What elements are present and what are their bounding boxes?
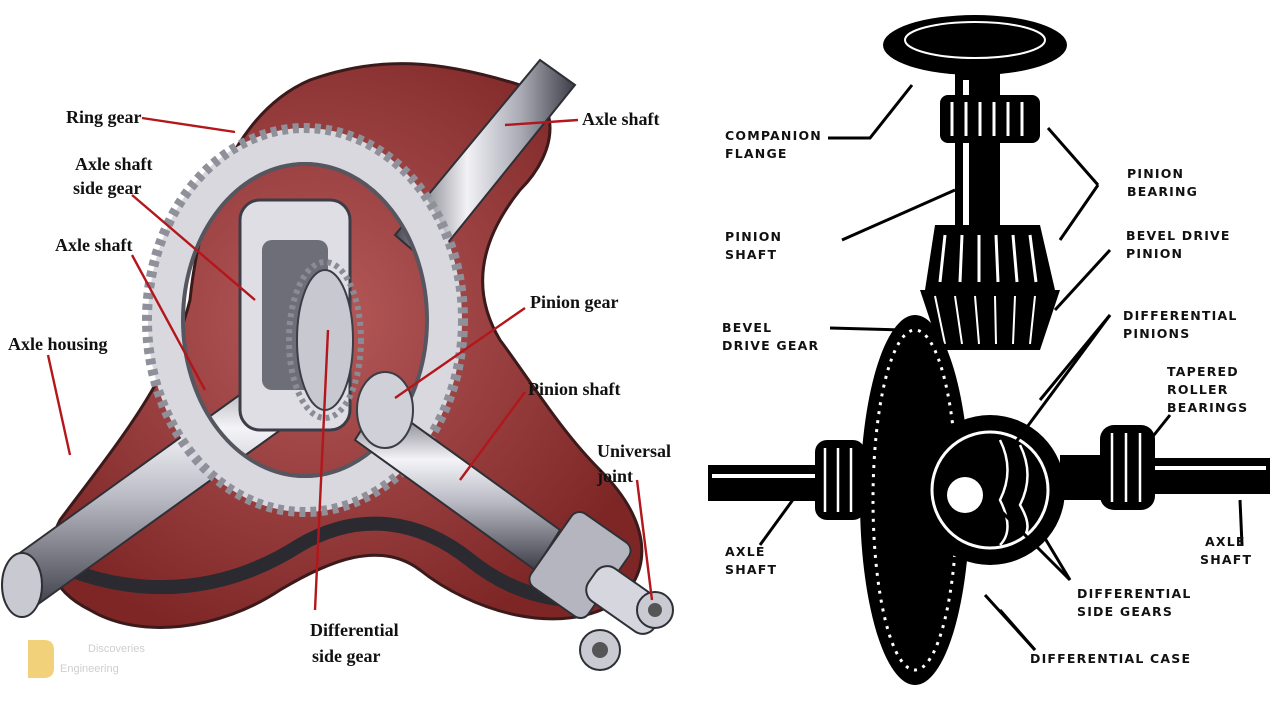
label-axle-shaft-side-gear-line1: Axle shaft xyxy=(75,154,153,174)
label-universal-joint-line1: Universal xyxy=(597,441,671,461)
label-bevel-drive-gear-line2: DRIVE GEAR xyxy=(722,338,819,353)
label-bevel-drive-pinion-line2: PINION xyxy=(1126,246,1183,261)
differential-case xyxy=(915,415,1065,565)
label-axle-housing: Axle housing xyxy=(8,334,108,354)
right-axle-shaft-bar xyxy=(1140,458,1270,494)
label-tapered-roller-line3: BEARINGS xyxy=(1167,400,1248,415)
label-pinion-shaft-line1: PINION xyxy=(725,229,782,244)
label-pinion-shaft-line2: SHAFT xyxy=(725,247,777,262)
label-differential-side-gear-line1: Differential xyxy=(310,620,399,640)
label-bevel-drive-pinion-line1: BEVEL DRIVE xyxy=(1126,228,1231,243)
watermark-line2: Engineering xyxy=(60,663,119,675)
label-bevel-drive-gear-line1: BEVEL xyxy=(722,320,772,335)
companion-flange xyxy=(883,15,1067,75)
label-differential-pinions-line2: PINIONS xyxy=(1123,326,1190,341)
upper-pinion-bearing xyxy=(940,95,1040,143)
watermark-logo: Discoveries Engineering xyxy=(28,640,145,678)
label-pinion-shaft: Pinion shaft xyxy=(528,379,621,399)
label-pinion-bearing-line1: PINION xyxy=(1127,166,1184,181)
label-differential-pinions-line1: DIFFERENTIAL xyxy=(1123,308,1238,323)
label-differential-side-gears-line1: DIFFERENTIAL xyxy=(1077,586,1192,601)
label-axle-shaft-left: Axle shaft xyxy=(55,235,133,255)
watermark-line1: Discoveries xyxy=(88,643,145,655)
label-axle-shaft-right: Axle shaft xyxy=(582,109,660,129)
label-axle-shaft-left-line2: SHAFT xyxy=(725,562,777,577)
label-axle-shaft-right-line1: AXLE xyxy=(1205,534,1246,549)
label-axle-shaft-right-line2: SHAFT xyxy=(1200,552,1252,567)
right-axle-shaft-highlight xyxy=(1144,466,1266,470)
left-differential-illustration xyxy=(2,60,673,670)
label-pinion-bearing-line2: BEARING xyxy=(1127,184,1198,199)
label-companion-flange-line2: FLANGE xyxy=(725,146,788,161)
label-universal-joint-line2: joint xyxy=(596,466,633,486)
left-tapered-roller-bearing xyxy=(815,440,865,520)
axle-shaft-end xyxy=(2,553,42,617)
differential-center-hole xyxy=(947,477,983,513)
label-tapered-roller-line2: ROLLER xyxy=(1167,382,1229,397)
label-ring-gear: Ring gear xyxy=(66,107,142,127)
label-axle-shaft-side-gear-line2: side gear xyxy=(73,178,141,198)
label-tapered-roller-line1: TAPERED xyxy=(1167,364,1239,379)
pinion-gear xyxy=(357,372,413,448)
label-companion-flange-line1: COMPANION xyxy=(725,128,822,143)
label-differential-side-gear-line2: side gear xyxy=(312,646,380,666)
label-axle-shaft-left-line1: AXLE xyxy=(725,544,766,559)
label-differential-case: DIFFERENTIAL CASE xyxy=(1030,651,1191,666)
label-differential-side-gears-line2: SIDE GEARS xyxy=(1077,604,1173,619)
label-pinion-gear: Pinion gear xyxy=(530,292,619,312)
logo-mark xyxy=(28,640,54,678)
left-axle-shaft-highlight xyxy=(712,474,832,478)
case-connector xyxy=(1060,455,1105,500)
right-tapered-roller-bearing xyxy=(1100,425,1155,510)
